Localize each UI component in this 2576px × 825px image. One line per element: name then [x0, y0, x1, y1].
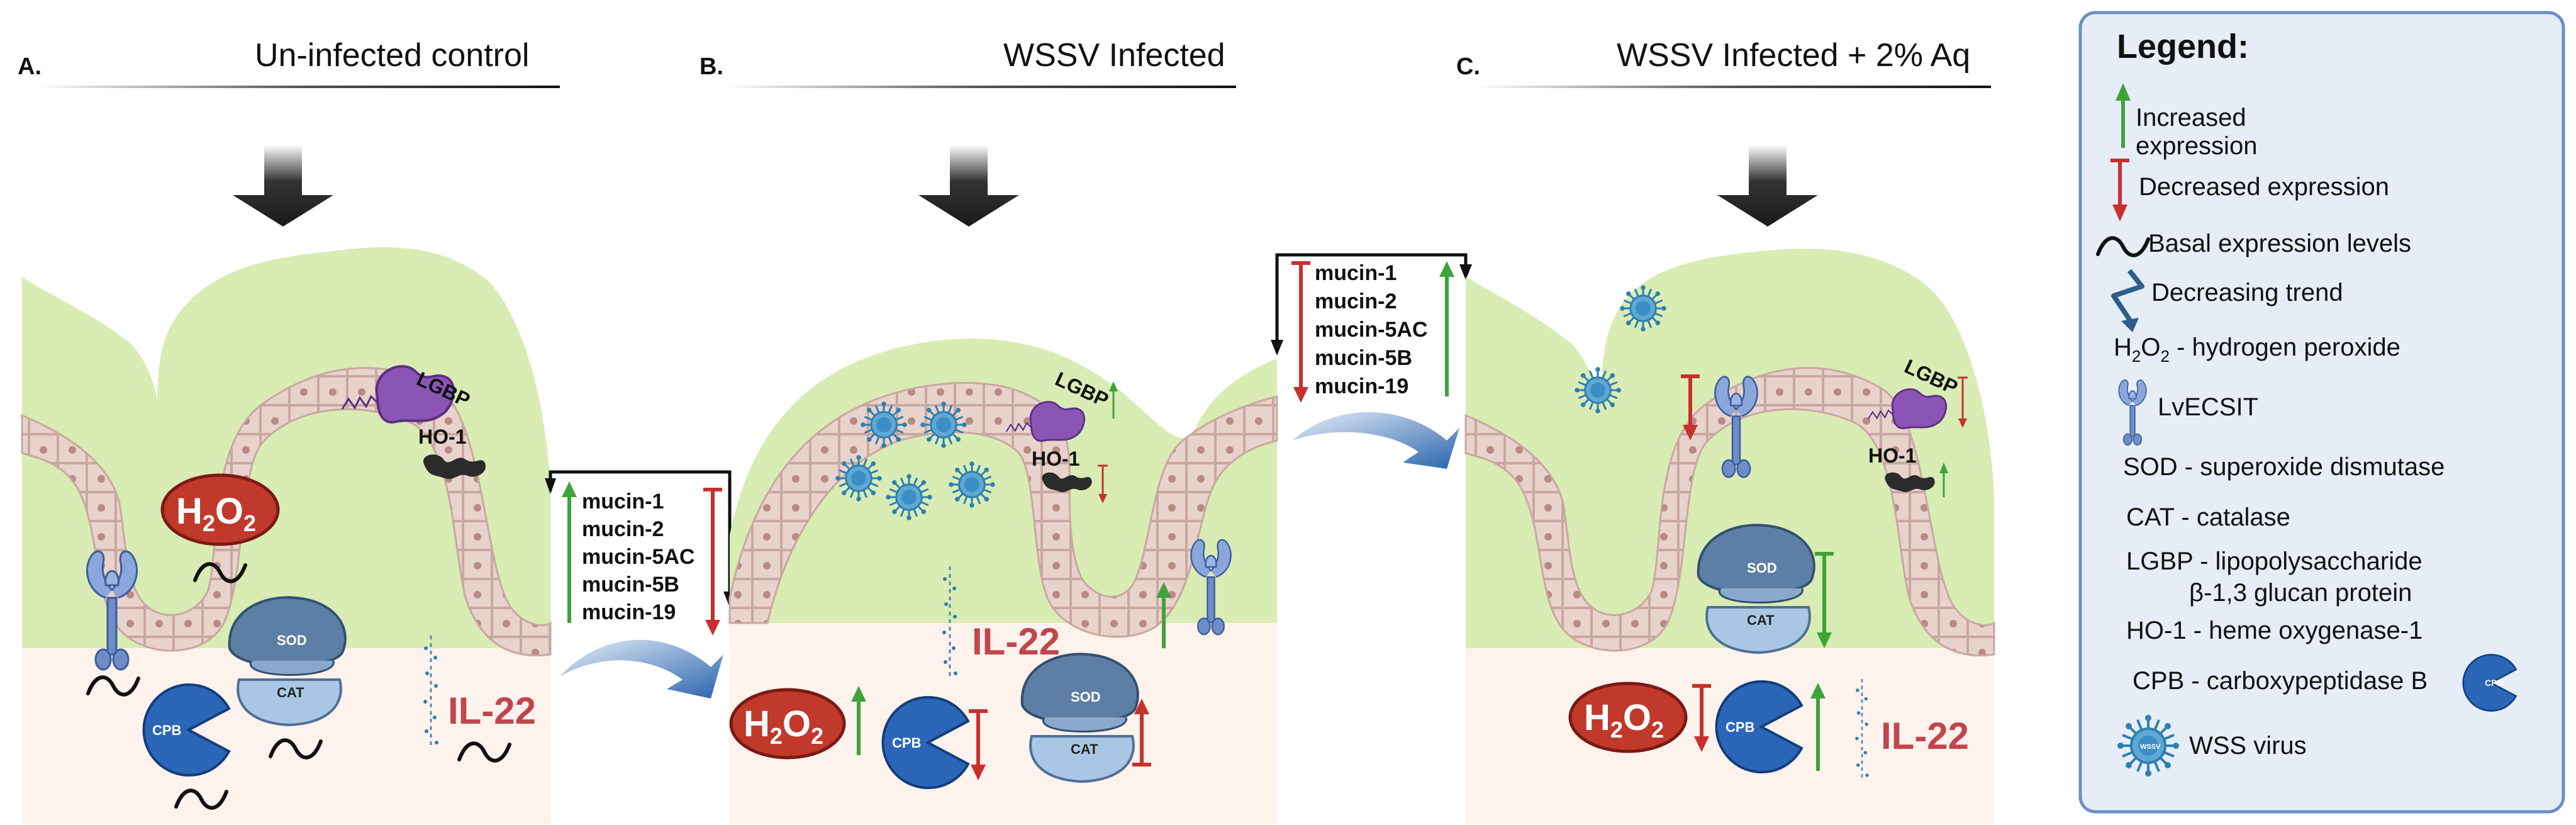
panel-a-title-rule: [38, 86, 560, 88]
mucin-box-1-item-1: mucin-1: [582, 490, 664, 514]
panel-c-epithelium: [1464, 367, 1995, 656]
mucin-box-2: mucin-1 mucin-2 mucin-5AC mucin-5B mucin…: [1271, 253, 1472, 469]
legend-trend-text: Decreasing trend: [2151, 279, 2343, 306]
panel-a-mucus-layer: [22, 247, 550, 648]
panel-c-down-arrow: [1717, 145, 1818, 227]
mucin-box-1-transition-arrow: [560, 639, 723, 699]
legend-box: [2078, 11, 2565, 814]
legend-item-decreasing-trend: Decreasing trend: [2111, 269, 2343, 332]
legend-sod-text: SOD - superoxide dismutase: [2123, 453, 2445, 481]
panel-b-epithelium: [728, 382, 1278, 638]
panel-a-cat-label: CAT: [277, 685, 304, 700]
panel-b-down-arrow: [918, 145, 1019, 227]
panel-b-virus-4: [884, 473, 934, 522]
legend-item-decreased: Decreased expression: [2110, 159, 2389, 222]
legend-lvecsit-text: LvECSIT: [2158, 393, 2258, 421]
panel-a-il22-label: IL-22: [448, 690, 536, 732]
svg-text:H2O2: H2O2: [744, 704, 823, 749]
mucin-box-1-item-2: mucin-2: [582, 517, 664, 541]
panel-b-virus-1: [859, 400, 908, 449]
legend-lgbp-text-1: LGBP - lipopolysaccharide: [2126, 547, 2423, 575]
mucin-box-1-item-5: mucin-19: [582, 600, 676, 624]
panel-c-sod-cat: [1697, 524, 1815, 654]
legend-item-lvecsit: LvECSIT: [2118, 379, 2258, 446]
panel-c-il22-label: IL-22: [1881, 715, 1969, 757]
svg-text:H2O2: H2O2: [176, 491, 256, 536]
legend-item-increased: Increased expression: [2116, 83, 2257, 160]
panel-c-cat-label: CAT: [1747, 612, 1775, 628]
panel-c-sod-label: SOD: [1747, 560, 1777, 576]
panel-b-virus-5: [947, 460, 996, 509]
panel-c-h2o2: H2O2: [1568, 682, 1688, 753]
panel-c-letter: C.: [1456, 53, 1480, 80]
legend-h2o2-text: H2O2 - hydrogen peroxide: [2114, 334, 2400, 366]
panel-b-cpb-label: CPB: [892, 735, 921, 751]
legend-item-cpb: CPB - carboxypeptidase B CPB: [2133, 654, 2517, 712]
legend-increased-line1: Increased: [2136, 104, 2246, 132]
mucin-box-2-item-2: mucin-2: [1315, 289, 1397, 313]
mucin-box-2-item-4: mucin-5B: [1315, 346, 1412, 370]
panel-a-title: Un-infected control: [255, 37, 529, 74]
mucin-box-1-item-3: mucin-5AC: [582, 545, 694, 569]
panel-c-virus-2: [1573, 366, 1622, 415]
mucin-box-1: mucin-1 mucin-2 mucin-5AC mucin-5B mucin…: [545, 470, 736, 699]
panel-b: B. WSSV Infected LGBP HO-1 IL-22 H2O2: [700, 37, 1278, 824]
panel-a-ho1-label: HO-1: [418, 425, 466, 448]
panel-a-down-arrow: [233, 145, 333, 227]
svg-text:H2O2: H2O2: [1584, 697, 1664, 743]
decreasing-trend-icon: [2111, 269, 2144, 326]
panel-c-virus-1: [1619, 284, 1668, 333]
panel-c-title: WSSV Infected + 2% Aq: [1617, 37, 1970, 74]
panel-b-title: WSSV Infected: [1003, 37, 1225, 74]
panel-c-title-rule: [1475, 86, 1991, 88]
mucin-box-1-item-4: mucin-5B: [582, 573, 679, 597]
mucin-box-2-item-1: mucin-1: [1315, 261, 1397, 285]
panel-a-cpb-label: CPB: [152, 722, 181, 738]
panel-b-ho1-label: HO-1: [1032, 447, 1079, 470]
legend-increased-line2: expression: [2136, 132, 2257, 160]
panel-a: A. Un-infected control LGBP HO-1 H2O2 CP…: [18, 37, 560, 824]
panel-b-virus-2: [919, 400, 968, 449]
legend-cpb-text: CPB - carboxypeptidase B: [2133, 667, 2428, 695]
panel-a-sod-label: SOD: [277, 632, 307, 648]
legend-item-h2o2: H2O2 - hydrogen peroxide: [2114, 334, 2400, 366]
panel-b-cat-label: CAT: [1071, 741, 1098, 757]
panel-a-lumen: [22, 648, 550, 824]
panel-b-sod-cat: [1020, 653, 1139, 783]
panel-a-letter: A.: [18, 53, 42, 80]
panel-b-h2o2: H2O2: [729, 688, 846, 760]
mucin-box-2-transition-arrow: [1293, 412, 1459, 469]
panel-a-epithelium: [21, 367, 552, 656]
legend-ho1-text: HO-1 - heme oxygenase-1: [2126, 617, 2423, 644]
panel-b-virus-3: [834, 454, 883, 503]
legend-basal-text: Basal expression levels: [2148, 230, 2411, 257]
legend-title: Legend:: [2117, 28, 2249, 65]
panel-b-title-rule: [727, 86, 1236, 88]
panel-c-sodcat-trend-arrow: [1815, 552, 1834, 636]
panel-c: C. WSSV Infected + 2% Aq LGBP HO-1 SOD C…: [1456, 37, 1995, 824]
panel-c-cpb-label: CPB: [1726, 719, 1754, 735]
mucin-box-2-item-5: mucin-19: [1315, 374, 1408, 398]
panel-b-sod-label: SOD: [1071, 689, 1101, 705]
panel-c-mucus-layer: [1466, 249, 1994, 648]
panel-b-il22-label: IL-22: [972, 620, 1060, 663]
panel-a-h2o2: H2O2: [160, 473, 280, 546]
legend-virus-text: WSS virus: [2189, 732, 2307, 760]
legend-lgbp-text-2: β-1,3 glucan protein: [2189, 579, 2412, 607]
mucin-box-2-item-3: mucin-5AC: [1315, 318, 1427, 342]
panel-b-letter: B.: [700, 53, 723, 80]
virus-icon-label: WSSV: [2140, 743, 2161, 751]
legend-decreased-text: Decreased expression: [2139, 173, 2389, 201]
legend-panel: Legend: Increased expression Decreased e…: [2078, 11, 2565, 814]
legend-item-virus: WSSV WSS virus: [2116, 714, 2307, 778]
panel-c-ho1-label: HO-1: [1868, 444, 1916, 467]
legend-item-basal: Basal expression levels: [2098, 230, 2411, 257]
cpb-icon-label: CPB: [2485, 678, 2504, 688]
legend-cat-text: CAT - catalase: [2126, 503, 2290, 531]
panel-a-sod-cat: [228, 596, 347, 726]
